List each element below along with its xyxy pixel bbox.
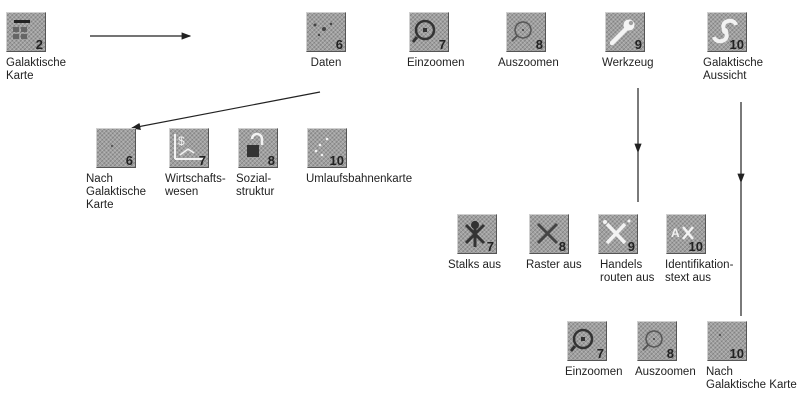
node-label: Handels routen aus — [600, 259, 655, 284]
node-label: Nach Galaktische Karte — [706, 366, 797, 391]
orbit-map-icon[interactable]: 10 — [307, 128, 347, 168]
node-label: Auszoomen — [635, 366, 696, 378]
node-zoom-out[interactable]: 8 Auszoomen — [498, 12, 596, 70]
icon-number: 8 — [535, 37, 543, 52]
node-label: Werkzeug — [602, 57, 654, 69]
node-galactic-map[interactable]: 2 Galaktische Karte — [6, 12, 96, 83]
svg-text:$: $ — [178, 134, 185, 148]
node-zoom-in[interactable]: 7 Einzoomen — [407, 12, 499, 70]
stalks-off-icon[interactable]: 7 — [457, 214, 497, 254]
icon-number: 10 — [688, 239, 703, 254]
icon-number: 9 — [627, 239, 635, 254]
node-economy[interactable]: $ 7 Wirtschafts- wesen — [165, 128, 259, 199]
node-label: Sozial- struktur — [236, 173, 275, 198]
node-view-zoom-in[interactable]: 7 Einzoomen — [565, 321, 657, 379]
wrench-icon[interactable]: 9 — [605, 12, 645, 52]
node-data[interactable]: 6 Daten — [306, 12, 396, 70]
node-label: Identifikation- stext aus — [665, 259, 734, 284]
node-grid-off[interactable]: 8 Raster aus — [526, 214, 619, 272]
node-back-to-galactic-map[interactable]: 6 Nach Galaktische Karte — [86, 128, 186, 212]
zoom-in-icon[interactable]: 7 — [567, 321, 607, 361]
grid-off-icon[interactable]: 8 — [529, 214, 569, 254]
arrow-data-to-submenu — [130, 91, 321, 130]
icon-number: 8 — [666, 346, 674, 361]
icon-number: 7 — [438, 37, 446, 52]
node-label: Galaktische Karte — [6, 57, 67, 82]
icon-number: 7 — [198, 153, 206, 168]
galactic-map-icon[interactable]: 10 — [707, 321, 747, 361]
node-tools[interactable]: 9 Werkzeug — [602, 12, 695, 70]
icon-number: 6 — [125, 153, 133, 168]
icon-number: 6 — [335, 37, 343, 52]
node-label: Stalks aus — [448, 259, 502, 271]
node-label: Galaktische Aussicht — [703, 57, 764, 82]
galactic-map-icon[interactable]: 6 — [96, 128, 136, 168]
icon-number: 10 — [729, 37, 744, 52]
node-galactic-view[interactable]: 10 Galaktische Aussicht — [703, 12, 797, 83]
node-label: Wirtschafts- wesen — [165, 173, 226, 198]
data-icon[interactable]: 6 — [306, 12, 346, 52]
node-label: Daten — [310, 57, 342, 69]
icon-number: 10 — [329, 153, 344, 168]
icon-number: 8 — [558, 239, 566, 254]
node-label: Einzoomen — [565, 366, 623, 378]
icon-number: 2 — [35, 37, 43, 52]
node-id-text-off[interactable]: A 10 Identifikation- stext aus — [665, 214, 756, 285]
icon-number: 8 — [267, 153, 275, 168]
selection-marker — [14, 20, 30, 23]
zoom-out-icon[interactable]: 8 — [637, 321, 677, 361]
node-social-structure[interactable]: 8 Sozial- struktur — [236, 128, 328, 199]
svg-text:A: A — [671, 226, 680, 240]
icon-number: 10 — [729, 346, 744, 361]
trade-routes-off-icon[interactable]: 9 — [598, 214, 638, 254]
zoom-out-icon[interactable]: 8 — [506, 12, 546, 52]
node-view-back-to-galactic-map[interactable]: 10 Nach Galaktische Karte — [706, 321, 807, 392]
galaxy-spiral-icon[interactable]: 10 — [707, 12, 747, 52]
node-label: Einzoomen — [407, 57, 465, 69]
node-view-zoom-out[interactable]: 8 Auszoomen — [635, 321, 727, 379]
icon-number: 7 — [486, 239, 494, 254]
social-structure-icon[interactable]: 8 — [238, 128, 278, 168]
node-label: Auszoomen — [498, 57, 559, 69]
icon-number: 9 — [634, 37, 642, 52]
node-orbit-map[interactable]: 10 Umlaufsbahnenkarte — [306, 128, 427, 186]
node-stalks-off[interactable]: 7 Stalks aus — [448, 214, 547, 272]
node-label: Nach Galaktische Karte — [86, 173, 147, 211]
icon-number: 7 — [596, 346, 604, 361]
economy-graph-icon[interactable]: $ 7 — [169, 128, 209, 168]
galactic-map-icon[interactable]: 2 — [6, 12, 46, 52]
node-label: Umlaufsbahnenkarte — [306, 173, 413, 185]
node-trade-routes-off[interactable]: 9 Handels routen aus — [598, 214, 688, 285]
id-text-off-icon[interactable]: A 10 — [666, 214, 706, 254]
zoom-in-icon[interactable]: 7 — [409, 12, 449, 52]
node-label: Raster aus — [526, 259, 582, 271]
